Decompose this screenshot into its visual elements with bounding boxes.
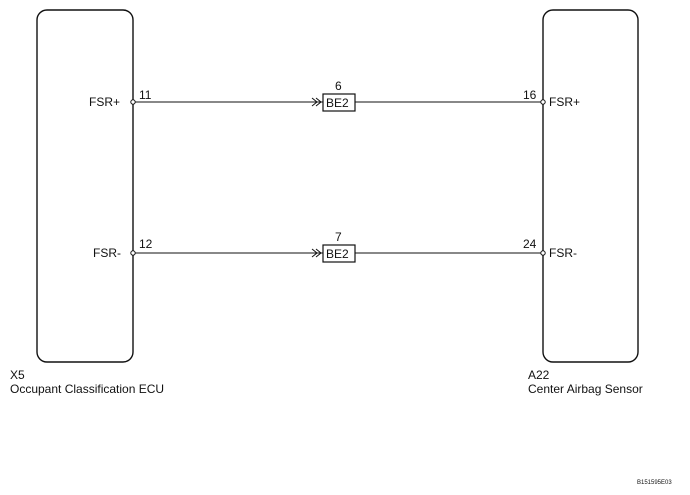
left-component-code: X5: [10, 368, 25, 382]
right-pin-label-fsr-plus: FSR+: [549, 95, 581, 109]
right-pin-number-24: 24: [523, 237, 537, 251]
left-component-box: [36, 9, 134, 363]
right-pin-label-fsr-minus: FSR-: [549, 246, 577, 260]
left-pin-label-fsr-plus: FSR+: [89, 95, 121, 109]
left-pin-number-11: 11: [139, 88, 152, 102]
left-pin-number-12: 12: [139, 237, 153, 251]
pin-terminal-16: [540, 99, 546, 105]
connector-box-1: [322, 93, 356, 112]
connector-arrow-2: [311, 248, 322, 258]
pin-terminal-24: [540, 250, 546, 256]
connector-box-2: [322, 244, 356, 263]
connector-name-2: BE2: [326, 247, 349, 261]
right-pin-number-16: 16: [523, 88, 537, 102]
right-component-box: [542, 9, 639, 363]
connector-pin-7: 7: [335, 230, 342, 244]
right-component-name: Center Airbag Sensor: [528, 382, 643, 396]
figure-code: B151595E03: [637, 480, 672, 486]
connector-pin-6: 6: [335, 79, 342, 93]
pin-terminal-12: [130, 250, 136, 256]
right-component-code: A22: [528, 368, 550, 382]
left-component-name: Occupant Classification ECU: [10, 382, 165, 396]
connector-name-1: BE2: [326, 96, 349, 110]
pin-terminal-11: [130, 99, 136, 105]
connector-arrow-1: [311, 97, 322, 107]
left-pin-label-fsr-minus: FSR-: [93, 246, 121, 260]
